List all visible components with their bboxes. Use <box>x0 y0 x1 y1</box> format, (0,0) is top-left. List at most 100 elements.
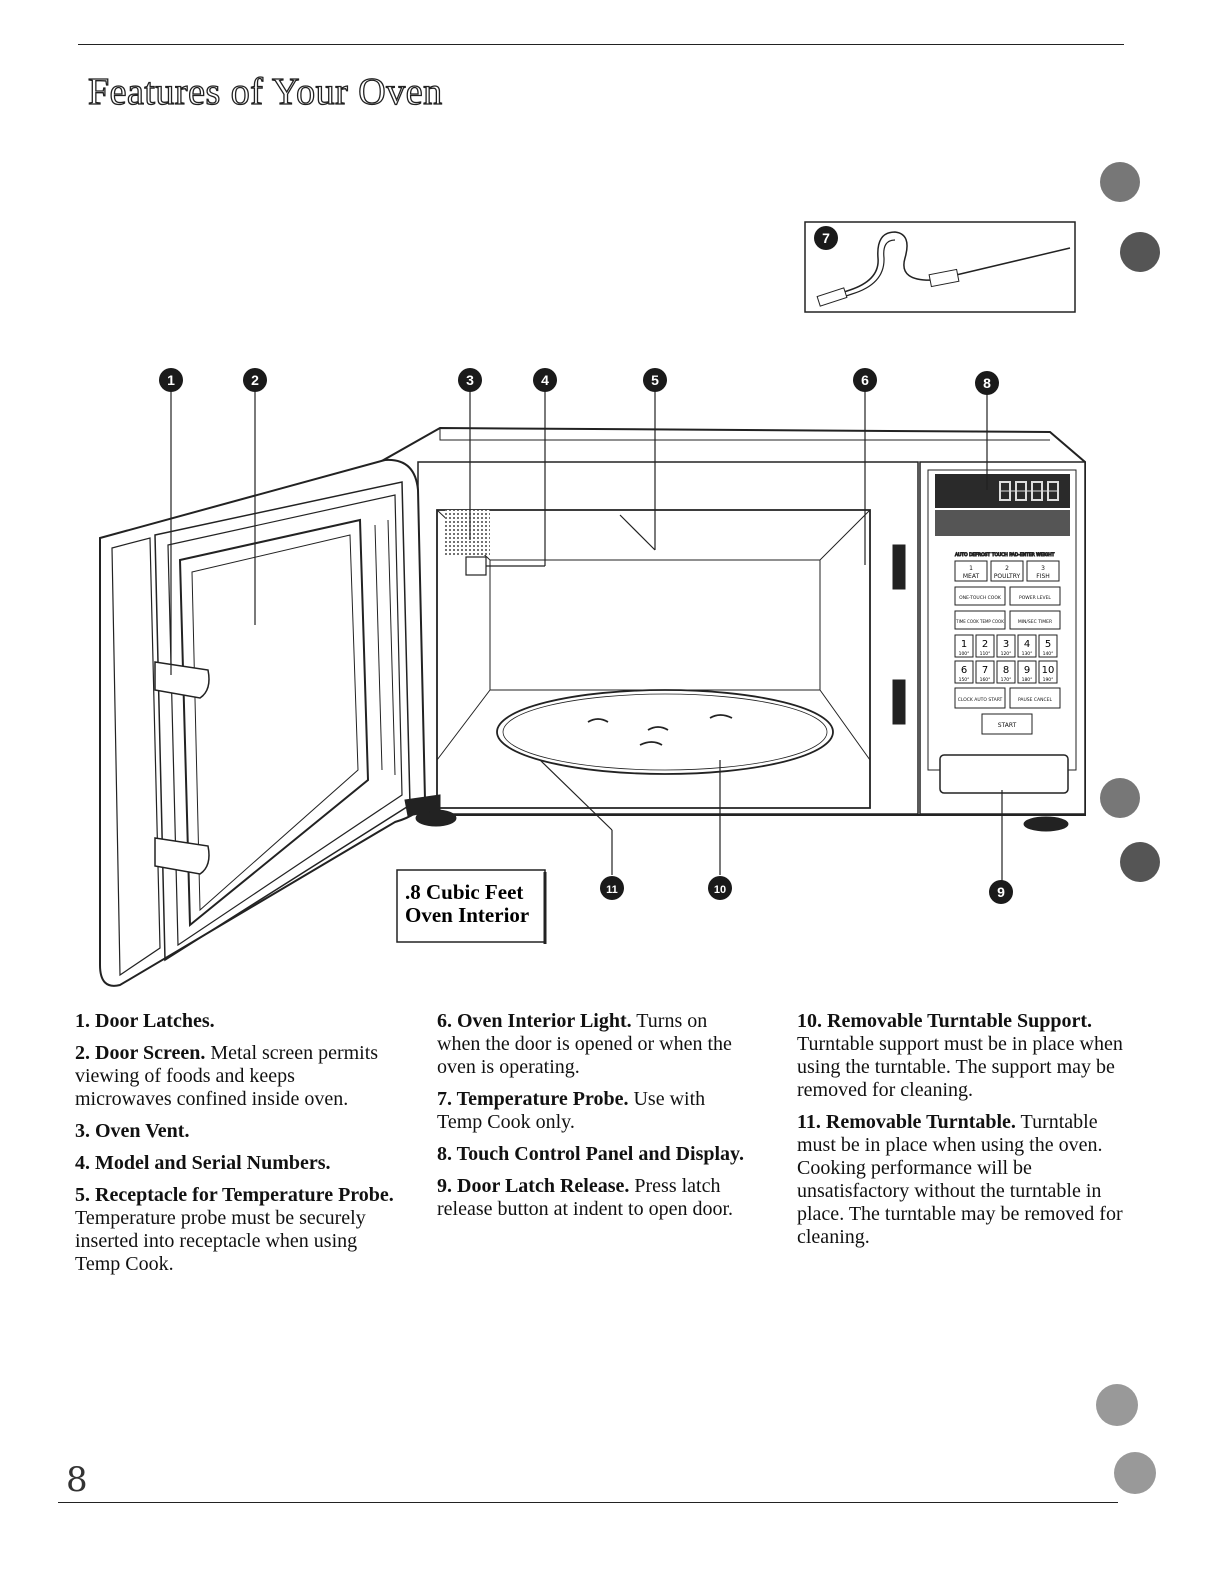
svg-text:3: 3 <box>1041 565 1045 572</box>
svg-text:POWER LEVEL: POWER LEVEL <box>1019 595 1051 601</box>
feature-5: 5. Receptacle for Temperature Probe. Tem… <box>75 1184 394 1275</box>
top-rule <box>78 44 1124 45</box>
page-number: 8 <box>66 1460 88 1500</box>
svg-text:9: 9 <box>997 884 1005 900</box>
feature-1: 1. Door Latches. <box>75 1010 215 1032</box>
svg-text:1: 1 <box>167 372 175 388</box>
capacity-line-1: .8 Cubic Feet <box>405 880 523 904</box>
feature-8: 8. Touch Control Panel and Display. <box>437 1143 744 1165</box>
feature-11: 11. Removable Turntable. Turntable must … <box>797 1111 1123 1248</box>
svg-text:MEAT: MEAT <box>963 573 980 580</box>
svg-text:110°: 110° <box>980 651 991 657</box>
svg-text:10: 10 <box>1042 665 1055 676</box>
callout-7: 7 <box>814 226 838 250</box>
svg-text:POULTRY: POULTRY <box>994 573 1021 580</box>
svg-text:3: 3 <box>1003 639 1009 650</box>
svg-text:4: 4 <box>1024 639 1030 650</box>
svg-text:6: 6 <box>861 372 869 388</box>
svg-text:5: 5 <box>1045 639 1051 650</box>
svg-text:5: 5 <box>651 372 659 388</box>
svg-text:TIME COOK TEMP COOK: TIME COOK TEMP COOK <box>955 619 1004 624</box>
svg-text:7: 7 <box>982 665 988 676</box>
callout-5: 5 <box>643 368 667 392</box>
capacity-label: .8 Cubic Feet Oven Interior <box>396 869 547 944</box>
binder-hole-mark <box>1120 232 1160 272</box>
callout-6: 6 <box>853 368 877 392</box>
callout-11: 11 <box>600 876 624 900</box>
svg-text:MIN/SEC TIMER: MIN/SEC TIMER <box>1018 619 1052 625</box>
svg-text:6: 6 <box>961 665 967 676</box>
feature-2: 2. Door Screen. Metal screen permits vie… <box>75 1042 379 1110</box>
page-title: Features of Your Oven <box>87 70 443 113</box>
svg-text:130°: 130° <box>1022 651 1033 657</box>
features-column-3: 10. Removable Turntable Support. Turntab… <box>797 1010 1127 1258</box>
binder-hole-mark <box>1096 1384 1138 1426</box>
svg-text:170°: 170° <box>1001 677 1012 683</box>
feature-10: 10. Removable Turntable Support. Turntab… <box>797 1010 1123 1101</box>
svg-text:1: 1 <box>961 639 967 650</box>
binder-hole-mark <box>1100 162 1140 202</box>
svg-text:CLOCK AUTO START: CLOCK AUTO START <box>958 697 1003 703</box>
svg-text:10: 10 <box>714 884 726 896</box>
svg-text:120°: 120° <box>1001 651 1012 657</box>
feature-9: 9. Door Latch Release. Press latch relea… <box>437 1175 734 1220</box>
control-panel: AUTO DEFROST TOUCH PAD-ENTER WEIGHT <box>954 552 1061 735</box>
callout-4: 4 <box>533 368 557 392</box>
callout-1: 1 <box>159 368 183 392</box>
svg-text:2: 2 <box>1005 565 1009 572</box>
callout-leaders <box>170 388 1003 888</box>
svg-text:1: 1 <box>969 565 973 572</box>
feature-7: 7. Temperature Probe. Use with Temp Cook… <box>437 1088 706 1133</box>
bottom-rule <box>58 1502 1118 1503</box>
callout-10: 10 <box>708 876 732 900</box>
svg-text:2: 2 <box>251 372 259 388</box>
svg-text:8: 8 <box>983 375 991 391</box>
binder-hole-mark <box>1120 842 1160 882</box>
svg-text:11: 11 <box>606 884 618 896</box>
svg-text:2: 2 <box>982 639 988 650</box>
feature-3: 3. Oven Vent. <box>75 1120 190 1142</box>
capacity-line-2: Oven Interior <box>405 903 529 927</box>
svg-text:150°: 150° <box>959 677 970 683</box>
svg-text:3: 3 <box>466 372 474 388</box>
callout-8: 8 <box>975 371 999 395</box>
svg-text:9: 9 <box>1024 665 1030 676</box>
binder-hole-mark <box>1100 778 1140 818</box>
features-column-2: 6. Oven Interior Light. Turns on when th… <box>437 1010 747 1230</box>
svg-text:4: 4 <box>541 372 549 388</box>
number-pad: 1100°2110°3120°4130°5140°6150°7160°8170°… <box>954 634 1058 684</box>
callout-9: 9 <box>989 880 1013 904</box>
svg-text:7: 7 <box>822 230 830 246</box>
control-display <box>935 474 1070 536</box>
svg-text:ONE-TOUCH COOK: ONE-TOUCH COOK <box>959 595 1002 601</box>
svg-text:8: 8 <box>1003 665 1009 676</box>
control-labels: 1 MEAT 2 POULTRY 3 FISH ONE-TOUCH COOK P… <box>955 565 1052 729</box>
features-column-1: 1. Door Latches. 2. Door Screen. Metal s… <box>75 1010 395 1285</box>
binder-hole-mark <box>1114 1452 1156 1494</box>
feature-4: 4. Model and Serial Numbers. <box>75 1152 331 1174</box>
oven-door <box>99 458 441 987</box>
svg-text:140°: 140° <box>1043 651 1054 657</box>
svg-text:100°: 100° <box>959 651 970 657</box>
callout-3: 3 <box>458 368 482 392</box>
svg-text:180°: 180° <box>1022 677 1033 683</box>
temperature-probe-inset <box>804 221 1076 313</box>
callout-2: 2 <box>243 368 267 392</box>
svg-text:PAUSE CANCEL: PAUSE CANCEL <box>1018 697 1053 703</box>
svg-text:160°: 160° <box>980 677 991 683</box>
svg-text:START: START <box>998 722 1017 729</box>
feature-6: 6. Oven Interior Light. Turns on when th… <box>437 1010 732 1078</box>
svg-text:190°: 190° <box>1043 677 1054 683</box>
control-header: AUTO DEFROST TOUCH PAD-ENTER WEIGHT <box>955 552 1055 558</box>
